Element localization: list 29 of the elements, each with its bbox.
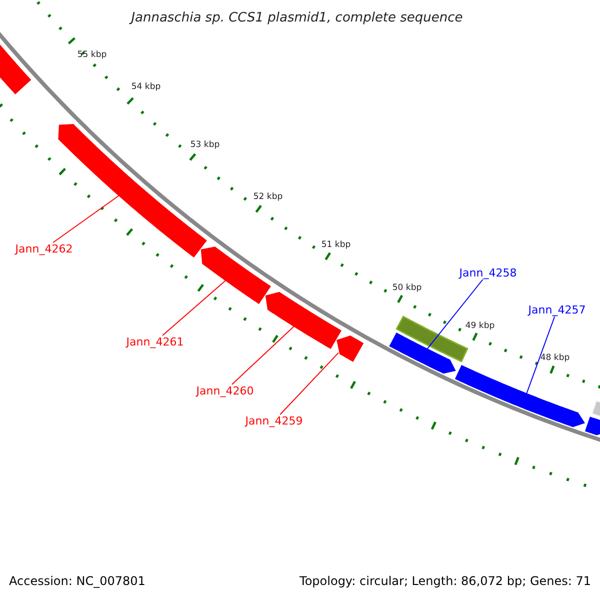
scale-label: 52 kbp: [253, 192, 283, 202]
scale-label: 49 kbp: [465, 321, 495, 331]
leader-line: [426, 279, 484, 350]
gene-feature: [389, 332, 456, 374]
accession-text: Accession: NC_007801: [9, 574, 146, 588]
map-title: Jannaschia sp. CCS1 plasmid1, complete sequence: [131, 10, 463, 26]
scale-label: 53 kbp: [190, 140, 220, 150]
gene-label: Jann_4257: [528, 304, 586, 316]
leader-line: [231, 326, 295, 385]
gene-feature: [584, 416, 600, 436]
gene-feature: [336, 336, 364, 362]
gene-feature: [454, 364, 585, 428]
gene-label: Jann_4258: [459, 266, 517, 280]
gene-feature: [200, 246, 271, 304]
leader-line: [52, 194, 120, 243]
leader-line: [526, 316, 556, 394]
gene-label: Jann_4260: [196, 384, 254, 398]
scale-label: 55 kbp: [77, 50, 107, 60]
gene-label: Jann_4261: [126, 336, 184, 348]
scale-label: 50 kbp: [392, 283, 422, 293]
gene-label: Jann_4259: [245, 414, 303, 428]
sequence-info-text: Topology: circular; Length: 86,072 bp; Genes: 71: [300, 574, 591, 588]
gene-feature: [265, 292, 342, 350]
scale-label: 54 kbp: [131, 82, 161, 92]
scale-label: 51 kbp: [321, 240, 351, 250]
scale-label: 48 kbp: [540, 353, 570, 363]
gene-label: Jann_4262: [15, 242, 73, 256]
leader-line: [280, 352, 340, 415]
leader-line: [162, 280, 226, 336]
